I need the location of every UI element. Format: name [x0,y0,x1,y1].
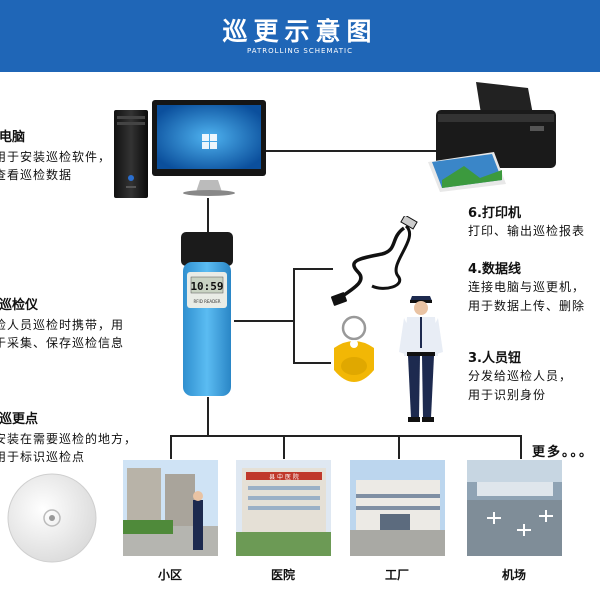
printer-title: 6.打印机 [468,206,521,221]
printer-image [428,82,556,192]
computer-desc-line: 用于安装巡检软件， [0,150,112,164]
place-label-factory: 工厂 [384,568,409,582]
computer-title: .电脑 [0,130,25,145]
airport-photo [467,460,562,556]
id-button-title: 3.人员钮 [468,351,521,366]
pc-tower-image [114,110,148,198]
place-label-hospital: 医院 [270,568,295,582]
more-label: 更多。。。 [532,445,595,460]
factory-photo [350,460,445,556]
keyfob-image [334,315,374,382]
hospital-photo: 县 中 医 院 [236,460,331,556]
reader-time-display: 10:59 [190,280,223,293]
connector-line [520,435,522,459]
page-subtitle: PATROLLING SCHEMATIC [247,47,353,55]
reader-desc-line: 于采集、保存巡检信息 [0,336,125,350]
id-button-desc-line: 分发给巡检人员， [468,369,573,383]
checkpoint-desc-line: 安装在需要巡检的地方， [0,432,138,446]
connector-line [283,435,285,459]
connector-line [265,150,445,152]
connector-line [207,198,209,236]
hospital-sign-text: 县 中 医 院 [269,473,299,481]
page-title: 巡更示意图 [222,17,378,46]
reader-desc-line: 检人员巡检时携带，用 [0,318,125,332]
connector-line [207,397,209,437]
printer-desc-line: 打印、输出巡检报表 [468,224,586,238]
connector-line [293,268,295,364]
connector-line [398,435,400,459]
security-guard-image [399,296,443,422]
header-banner: 巡更示意图 PATROLLING SCHEMATIC [0,0,600,72]
checkpoint-disk-image [7,473,97,563]
patrol-reader-image: 10:59 RFID READER [181,232,233,396]
cable-desc-line: 用于数据上传、删除 [468,299,586,313]
usb-cable-image [330,216,418,306]
residential-photo [123,460,218,556]
connector-line [293,268,333,270]
place-label-residential: 小区 [157,568,182,582]
connector-line [170,435,522,437]
reader-brand-label: RFID READER [193,299,220,304]
cable-title: 4.数据线 [468,262,521,277]
computer-desc-line: 查看巡检数据 [0,168,73,182]
monitor-image [152,100,266,196]
connector-line [234,320,294,322]
connector-line [170,435,172,459]
cable-desc-line: 连接电脑与巡更机， [468,280,586,294]
checkpoint-title: .巡更点 [0,412,38,427]
checkpoint-desc-line: 用于标识巡检点 [0,450,86,464]
place-label-airport: 机场 [501,568,526,582]
connector-line [293,362,331,364]
reader-title: .巡检仪 [0,298,38,313]
id-button-desc-line: 用于识别身份 [468,388,547,402]
